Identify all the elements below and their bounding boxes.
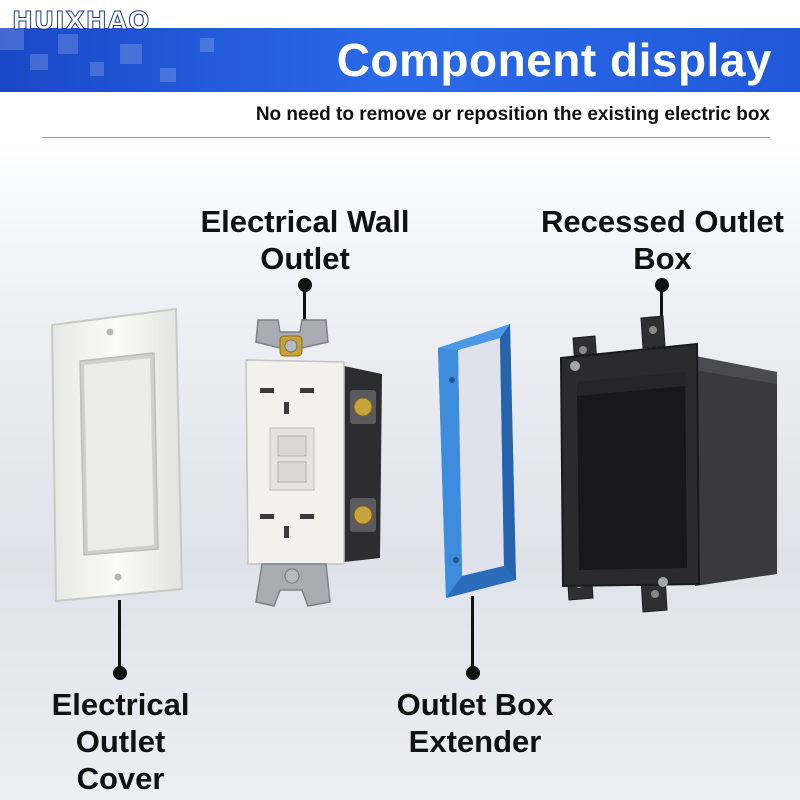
label-line: Cover xyxy=(76,761,165,796)
page-subtitle: No need to remove or reposition the exis… xyxy=(255,104,770,125)
banner-decor xyxy=(58,34,78,54)
recessed-box-image xyxy=(559,315,777,613)
banner-decor xyxy=(200,38,214,52)
leader-line-box-extender xyxy=(471,596,474,670)
brand-logo: HUIXHAO xyxy=(11,6,151,36)
label-line: Recessed Outlet xyxy=(541,204,784,239)
header-divider xyxy=(42,137,770,138)
label-line: Extender xyxy=(408,724,542,759)
banner-decor xyxy=(30,54,48,70)
banner-decor xyxy=(120,44,142,64)
label-line: Electrical Outlet xyxy=(51,687,190,759)
leader-line-outlet-cover xyxy=(118,600,121,672)
banner-decor xyxy=(90,62,104,76)
wall-outlet-image xyxy=(245,319,382,607)
label-line: Electrical Wall xyxy=(200,204,410,239)
label-line: Outlet xyxy=(260,241,350,276)
banner-decor xyxy=(0,28,24,50)
leader-dot-box-extender xyxy=(466,666,480,680)
banner-decor xyxy=(160,68,176,82)
box-extender-image xyxy=(438,324,516,598)
label-electrical-outlet-cover: Electrical Outlet Cover xyxy=(8,686,233,797)
page-title: Component display xyxy=(336,34,772,86)
label-line: Outlet Box xyxy=(396,687,554,722)
label-line: Box xyxy=(633,241,692,276)
label-electrical-wall-outlet: Electrical Wall Outlet xyxy=(195,203,415,277)
leader-line-wall-outlet xyxy=(303,285,306,321)
outlet-cover-image xyxy=(50,307,184,603)
leader-line-recessed-box xyxy=(660,285,663,321)
label-outlet-box-extender: Outlet Box Extender xyxy=(385,686,565,760)
header-banner xyxy=(0,28,800,92)
label-recessed-outlet-box: Recessed Outlet Box xyxy=(540,203,785,277)
leader-dot-outlet-cover xyxy=(113,666,127,680)
